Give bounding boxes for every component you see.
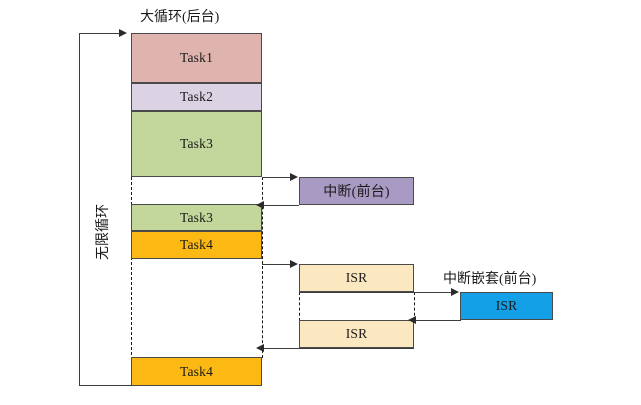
task-label: Task1 <box>179 50 214 65</box>
isr-return-line <box>263 348 414 349</box>
isr-box-second: ISR <box>299 320 414 348</box>
interrupt-enter-line <box>262 177 291 178</box>
loop-bracket-top <box>79 33 121 34</box>
nested-isr-enter-line <box>299 292 452 293</box>
task-box-task3-first: Task3 <box>131 111 262 177</box>
task-label: Task2 <box>179 89 214 104</box>
loop-bracket-bottom <box>79 385 131 386</box>
interrupt-box: 中断(前台) <box>299 177 414 205</box>
isr-box-first: ISR <box>299 264 414 292</box>
guide-isr-right-dashed <box>414 292 415 321</box>
task-box-task4-first: Task4 <box>131 231 262 259</box>
task-label: Task3 <box>179 136 214 151</box>
infinite-loop-label: 无限循环 <box>96 204 111 260</box>
interrupt-return-arrowhead <box>256 200 264 209</box>
loop-entry-arrowhead <box>119 28 127 37</box>
task-label: Task4 <box>179 363 214 379</box>
nested-interrupt-title: 中断嵌套(前台) <box>443 272 537 287</box>
guide-left-dashed <box>131 177 132 385</box>
task-box-task3-second: Task3 <box>131 204 262 231</box>
main-loop-title: 大循环(后台) <box>140 10 220 25</box>
interrupt-return-line <box>263 205 299 206</box>
isr-label: ISR <box>345 270 368 285</box>
task-box-task4-second: Task4 <box>131 357 262 386</box>
nested-isr-return-arrowhead <box>408 315 416 324</box>
isr-enter-line <box>262 264 291 265</box>
isr-label: ISR <box>345 326 368 341</box>
isr-return-arrowhead <box>256 343 264 352</box>
nested-isr-return-line <box>415 320 461 321</box>
nested-isr-enter-arrowhead <box>451 287 459 296</box>
guide-right-dashed <box>262 177 263 358</box>
interrupt-label: 中断(前台) <box>323 185 390 200</box>
task-box-task1: Task1 <box>131 33 262 83</box>
isr-enter-arrowhead <box>290 259 298 268</box>
task-box-task2: Task2 <box>131 83 262 111</box>
interrupt-enter-arrowhead <box>290 172 298 181</box>
task-label: Task3 <box>179 209 214 225</box>
loop-bracket-spine <box>79 33 80 386</box>
guide-isr-left-dashed <box>299 292 300 321</box>
task-label: Task4 <box>179 237 214 252</box>
nested-isr-box: ISR <box>460 292 553 320</box>
nested-isr-label: ISR <box>495 298 518 313</box>
